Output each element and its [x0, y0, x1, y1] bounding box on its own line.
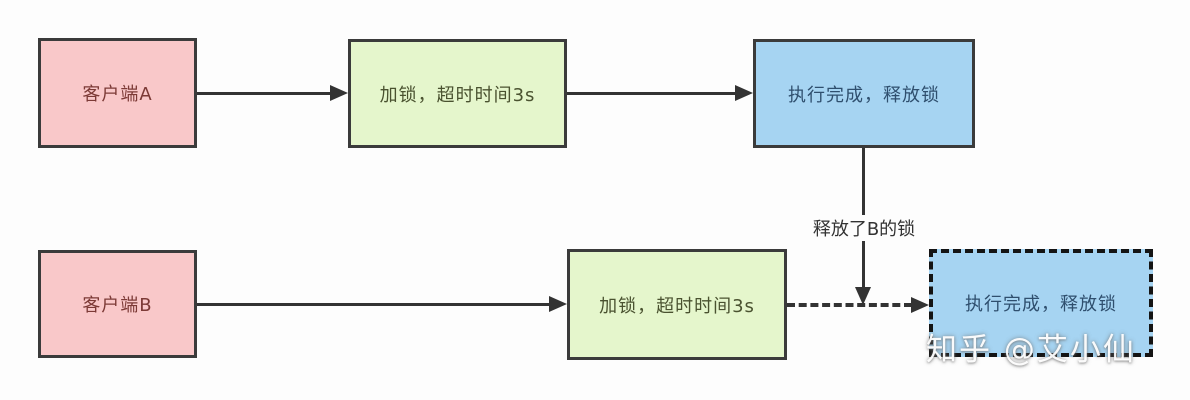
node-client-b: 客户端B — [38, 250, 197, 358]
node-release-a-label: 执行完成，释放锁 — [788, 84, 940, 106]
node-lock-b: 加锁，超时时间3s — [567, 249, 787, 360]
arrow-client-a-to-lock-a — [197, 92, 331, 95]
arrowhead-right-icon — [911, 297, 929, 313]
edge-label-release-b-lock: 释放了B的锁 — [808, 215, 920, 241]
arrow-lock-b-to-release-b-dashed — [787, 303, 912, 307]
arrowhead-right-icon — [549, 296, 567, 312]
node-client-a-label: 客户端A — [82, 84, 153, 105]
node-lock-a-label: 加锁，超时时间3s — [379, 84, 536, 106]
node-lock-b-label: 加锁，超时时间3s — [599, 295, 755, 317]
node-release-a: 执行完成，释放锁 — [753, 39, 975, 148]
node-release-b-label: 执行完成，释放锁 — [965, 294, 1117, 315]
node-release-b: 执行完成，释放锁 — [929, 249, 1153, 357]
arrow-lock-a-to-release-a — [567, 92, 736, 95]
arrowhead-down-icon — [855, 287, 871, 305]
node-client-a: 客户端A — [38, 38, 197, 148]
node-lock-a: 加锁，超时时间3s — [348, 39, 567, 148]
arrowhead-right-icon — [735, 85, 753, 101]
node-client-b-label: 客户端B — [82, 295, 153, 316]
arrowhead-right-icon — [330, 85, 348, 101]
arrow-client-b-to-lock-b — [197, 303, 550, 306]
